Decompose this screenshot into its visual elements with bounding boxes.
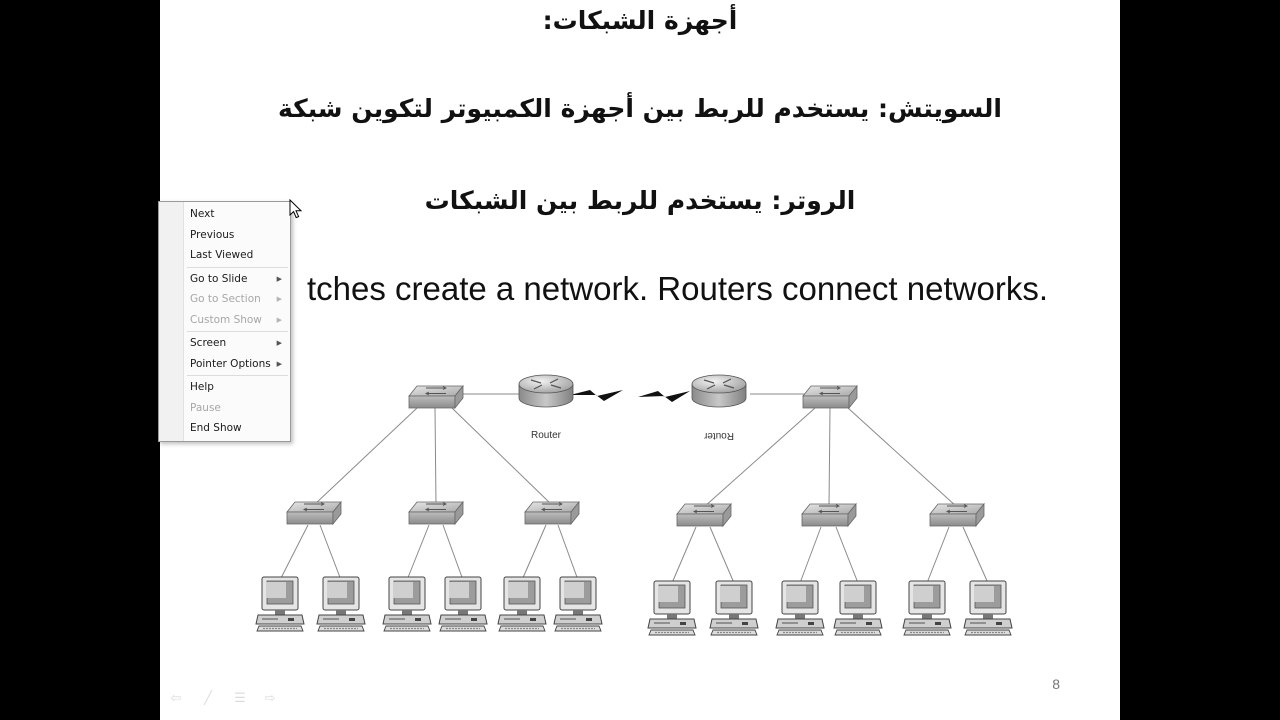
router-left (518, 374, 574, 408)
computer (316, 576, 366, 632)
submenu-arrow-icon: ▶ (276, 359, 282, 368)
menu-item-end-show[interactable]: End Show (159, 418, 290, 439)
menu-item-screen[interactable]: Screen ▶ (159, 333, 290, 354)
menu-item-last-viewed[interactable]: Last Viewed (159, 245, 290, 266)
menu-item-label: Next (190, 208, 215, 220)
slide-title: أجهزة الشبكات: (542, 6, 738, 35)
menu-item-label: Screen (190, 337, 227, 349)
computer (902, 580, 952, 636)
computer (833, 580, 883, 636)
computer (775, 580, 825, 636)
menu-item-label: Custom Show (190, 313, 262, 326)
switch-left-3 (524, 501, 580, 525)
menu-icon-gutter (159, 202, 184, 441)
switch-right-core (802, 385, 858, 409)
computer (497, 576, 547, 632)
pen-icon[interactable]: ╱ (204, 691, 212, 706)
back-arrow-icon[interactable]: ⇦ (170, 691, 182, 706)
menu-item-label: End Show (190, 422, 242, 434)
menu-separator (187, 266, 288, 268)
router-right-label: Router (703, 430, 734, 441)
menu-item-label: Pause (190, 401, 221, 414)
submenu-arrow-icon: ▶ (276, 315, 282, 324)
router-left-label: Router (531, 430, 562, 441)
menu-item-pause: Pause (159, 398, 290, 419)
menu-separator (187, 375, 288, 376)
submenu-arrow-icon: ▶ (276, 339, 282, 347)
submenu-arrow-icon: ▶ (276, 295, 282, 303)
computer (963, 580, 1013, 636)
slide[interactable]: أجهزة الشبكات: السويتش: يستخدم للربط بين… (160, 0, 1120, 720)
switch-definition: السويتش: يستخدم للربط بين أجهزة الكمبيوت… (278, 94, 1002, 123)
menu-item-label: Go to Slide (190, 272, 248, 285)
menu-item-pointer-options[interactable]: Pointer Options ▶ (159, 354, 290, 375)
computer (553, 576, 603, 632)
computer (382, 576, 432, 632)
switch-right-1 (676, 503, 732, 527)
computer (438, 576, 488, 632)
menu-item-label: Pointer Options (190, 357, 271, 370)
menu-item-label: Previous (190, 228, 235, 241)
switch-left-2 (408, 501, 464, 525)
computer (709, 580, 759, 636)
menu-item-next[interactable]: Next (159, 204, 290, 225)
submenu-arrow-icon: ▶ (276, 274, 282, 283)
menu-item-go-to-slide[interactable]: Go to Slide ▶ (159, 269, 290, 290)
switch-left-core (408, 385, 464, 409)
computer (255, 576, 305, 632)
router-right (691, 374, 747, 408)
english-summary: tches create a network. Routers connect … (306, 270, 1048, 307)
menu-icon[interactable]: ☰ (234, 691, 246, 706)
switch-left-1 (286, 501, 342, 525)
menu-separator (187, 331, 288, 332)
menu-item-go-to-section: Go to Section ▶ (159, 289, 290, 310)
menu-item-help[interactable]: Help (159, 377, 290, 398)
menu-item-label: Help (190, 381, 214, 393)
switch-right-2 (801, 503, 857, 527)
mouse-pointer-icon (289, 199, 303, 219)
slide-number: 8 (1052, 676, 1060, 692)
menu-item-previous[interactable]: Previous (159, 225, 290, 246)
switch-right-3 (929, 503, 985, 527)
router-definition: الروتر: يستخدم للربط بين الشبكات (424, 186, 856, 215)
menu-item-label: Last Viewed (190, 249, 254, 261)
computer (647, 580, 697, 636)
forward-arrow-icon[interactable]: ⇨ (264, 691, 276, 706)
menu-item-label: Go to Section (190, 293, 261, 305)
menu-item-custom-show: Custom Show ▶ (159, 310, 290, 331)
network-diagram: Router Router (255, 374, 1013, 636)
